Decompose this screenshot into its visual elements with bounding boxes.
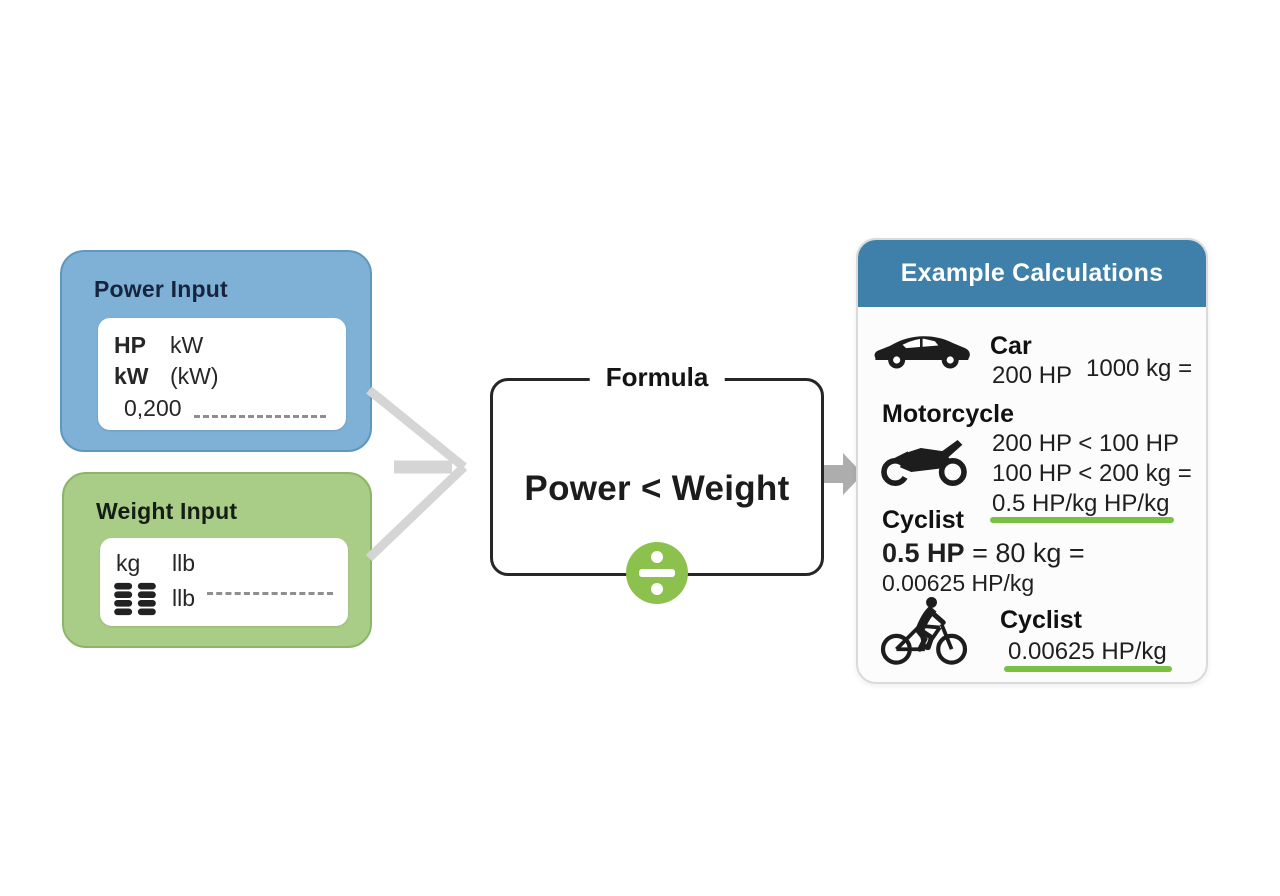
- cyclist-calc-name: Cyclist: [882, 506, 964, 534]
- motorcycle-line-3: 0.5 HP/kg HP/kg: [992, 490, 1170, 517]
- cyclist-result-underline: [1004, 666, 1172, 672]
- weight-value-input-line[interactable]: [207, 592, 334, 595]
- car-power: 200 HP: [992, 362, 1073, 389]
- car-icon: [874, 336, 970, 369]
- power-value-row: 0,200: [114, 392, 346, 425]
- weight-unit-lb[interactable]: llb: [172, 550, 196, 576]
- divide-icon: [626, 542, 688, 604]
- cyclist-calc-result: 0.00625 HP/kg: [882, 570, 1035, 596]
- formula-expression: Power < Weight: [524, 469, 790, 508]
- cyclist-icon: [880, 596, 968, 665]
- example-calculations-panel: Example Calculations Car 200 HP 1000 kg …: [856, 238, 1208, 684]
- power-value: 0,200: [124, 395, 182, 421]
- power-unit-kw-paren[interactable]: (kW): [170, 363, 219, 389]
- motorcycle-name: Motorcycle: [882, 400, 1014, 428]
- example-calculations-header: Example Calculations: [858, 240, 1206, 307]
- example-calculations-title: Example Calculations: [900, 259, 1164, 287]
- power-unit-hp[interactable]: HP: [114, 332, 146, 358]
- cyclist-result: 0.00625 HP/kg: [1008, 638, 1167, 665]
- motorcycle-result-underline: [990, 517, 1174, 523]
- cyclist-calc-rest: = 80 kg =: [972, 538, 1085, 568]
- power-unit-row-1: HP kW: [114, 330, 346, 361]
- weight-value-row: llb: [114, 579, 348, 617]
- cyclist-name: Cyclist: [1000, 606, 1082, 634]
- motorcycle-line-2: 100 HP < 200 kg =: [992, 460, 1192, 487]
- weight-unit-lb-2[interactable]: llb: [172, 584, 196, 611]
- weight-input-card: Weight Input kg llb llb: [62, 472, 372, 648]
- arrow-right-icon: [824, 453, 863, 495]
- motorcycle-icon: [881, 440, 967, 486]
- power-value-input-line[interactable]: [193, 415, 326, 418]
- weight-unit-kg[interactable]: kg: [116, 550, 141, 576]
- formula-box: Formula Power < Weight: [490, 362, 824, 604]
- formula-label: Formula: [589, 362, 725, 393]
- weight-input-field-group: kg llb llb: [100, 538, 348, 626]
- power-unit-kw[interactable]: kW: [170, 332, 204, 358]
- power-input-title: Power Input: [94, 276, 228, 302]
- power-unit-row-2: kW (kW): [114, 361, 346, 392]
- car-name: Car: [990, 332, 1032, 360]
- merge-chevron-arrow: [366, 386, 468, 562]
- power-unit-kw-selected[interactable]: kW: [114, 363, 149, 389]
- car-weight: 1000 kg =: [1086, 355, 1193, 382]
- power-input-field-group: HP kW kW (kW) 0,200: [98, 318, 346, 430]
- motorcycle-line-1: 200 HP < 100 HP: [992, 430, 1180, 457]
- cyclist-calc-bold: 0.5 HP: [882, 538, 965, 568]
- weight-plates-icon: [114, 582, 156, 616]
- weight-unit-row-1: kg llb: [116, 548, 348, 579]
- power-input-card: Power Input HP kW kW (kW) 0,200: [60, 250, 372, 452]
- weight-input-title: Weight Input: [96, 498, 238, 524]
- cyclist-calc-line: 0.5 HP = 80 kg =: [882, 538, 1085, 569]
